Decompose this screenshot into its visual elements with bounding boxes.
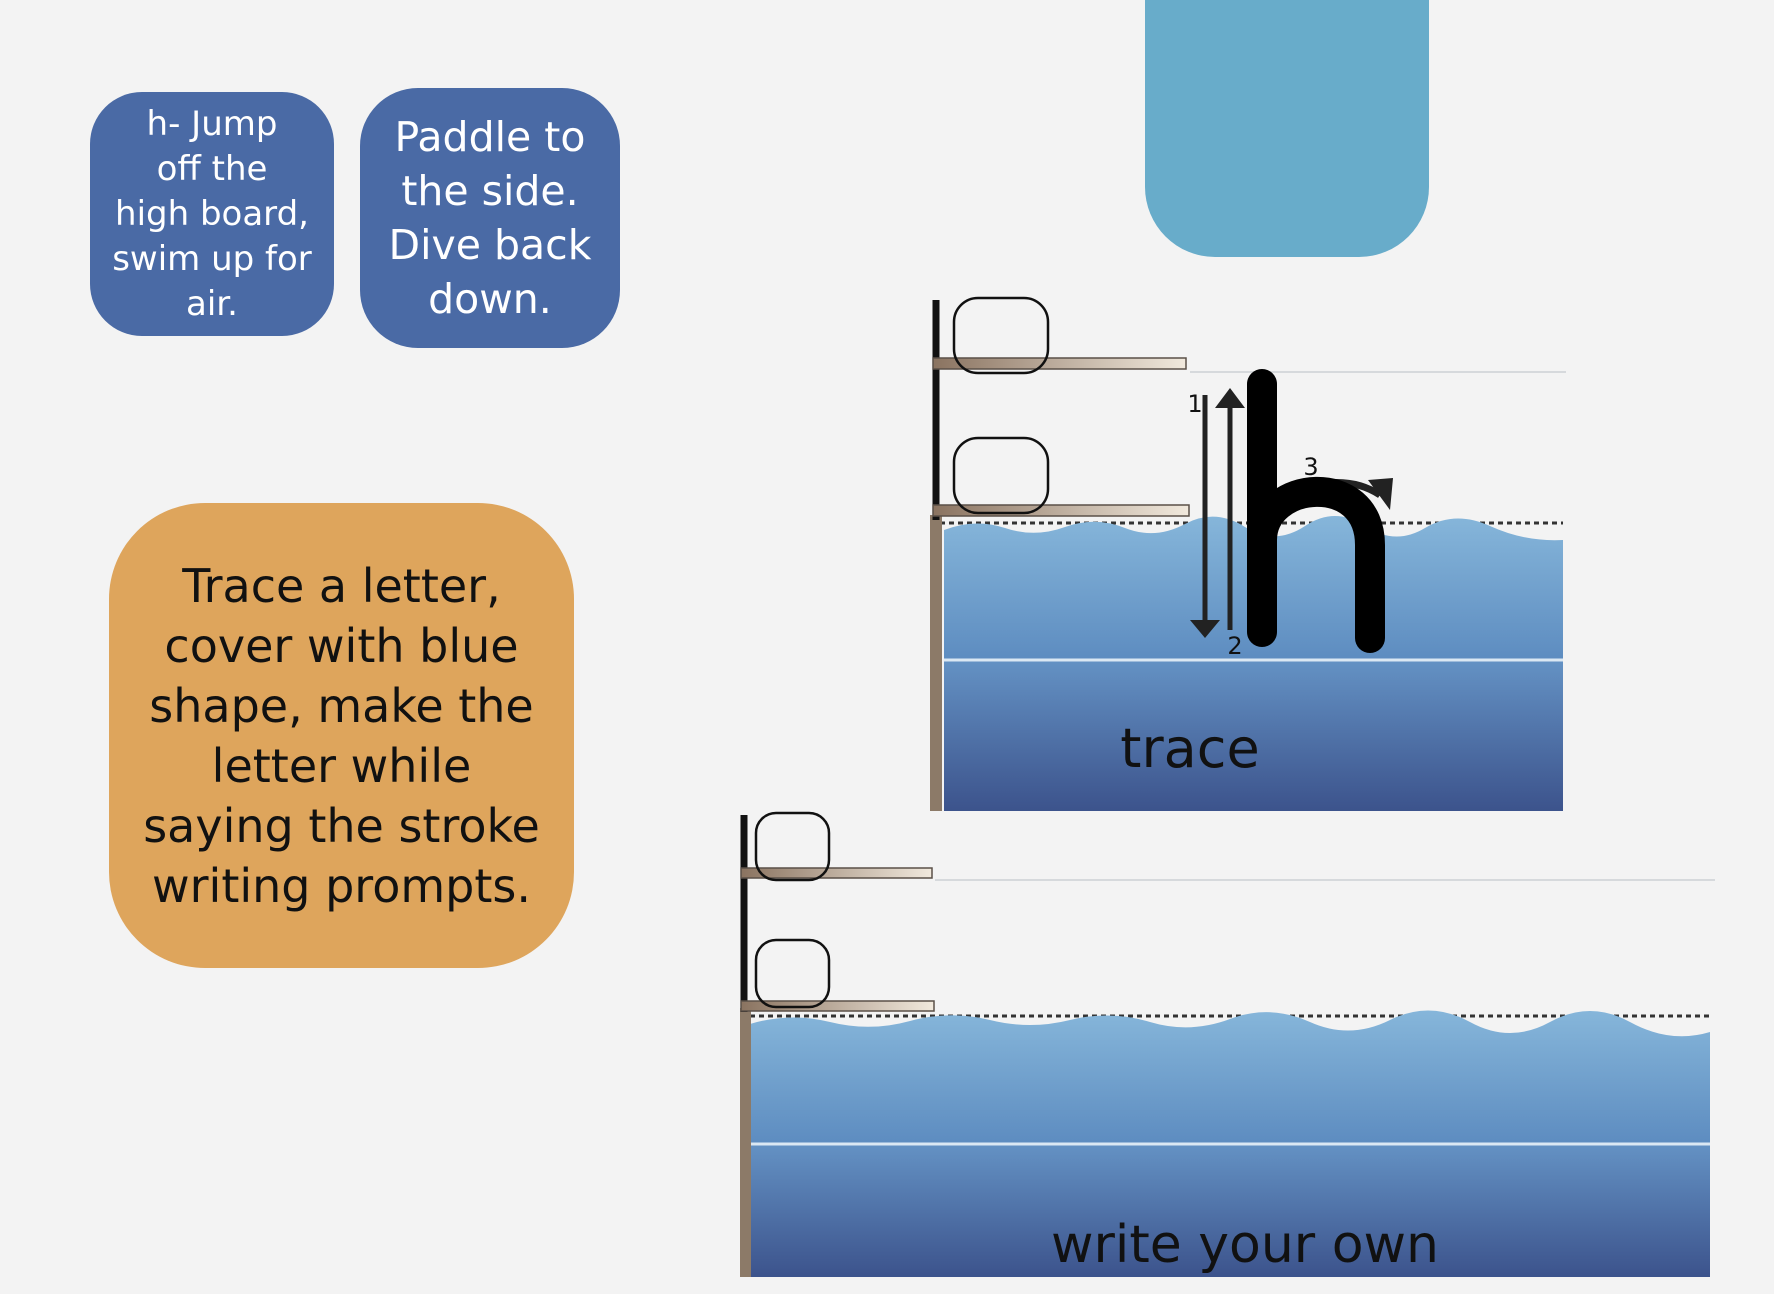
stroke-number-2: 2: [1227, 632, 1242, 660]
trace-panel: 1 2 3 trace: [930, 296, 1566, 811]
stroke-over-arrowhead: [1368, 478, 1393, 510]
write-water-lower: [750, 1144, 1710, 1277]
high-board-railing: [952, 296, 1050, 375]
write-high-diving-board: [740, 867, 933, 879]
pool-wall: [930, 515, 942, 811]
write-your-own-label: write your own: [1051, 1215, 1439, 1275]
instructions-text: Trace a letter, cover with blue shape, m…: [143, 558, 540, 913]
trace-label: trace: [1120, 717, 1259, 780]
write-water-upper: [750, 1010, 1710, 1144]
low-diving-board: [932, 504, 1190, 517]
instructions-card: Trace a letter, cover with blue shape, m…: [109, 503, 574, 968]
stroke-number-3: 3: [1303, 453, 1318, 481]
stroke-up-arrowhead: [1215, 388, 1245, 408]
letter-h-shape[interactable]: [1247, 369, 1385, 653]
paddle-prompt-card: Paddle to the side. Dive back down.: [360, 88, 620, 348]
low-board-railing: [952, 436, 1050, 515]
write-low-board-railing: [754, 938, 831, 1009]
water-lower: [944, 660, 1563, 811]
h-prompt-card: h- Jump off the high board, swim up for …: [90, 92, 334, 336]
paddle-prompt-text: Paddle to the side. Dive back down.: [388, 113, 592, 323]
write-pool-wall: [740, 1008, 751, 1277]
blue-cover-shape[interactable]: [1145, 0, 1429, 257]
write-panel: write your own: [740, 811, 1715, 1277]
stroke-number-1: 1: [1187, 390, 1202, 418]
high-diving-board: [932, 357, 1187, 370]
stroke-down-arrowhead: [1190, 620, 1220, 638]
write-high-board-railing: [754, 811, 831, 882]
h-prompt-text: h- Jump off the high board, swim up for …: [112, 103, 312, 324]
write-low-diving-board: [740, 1000, 935, 1012]
